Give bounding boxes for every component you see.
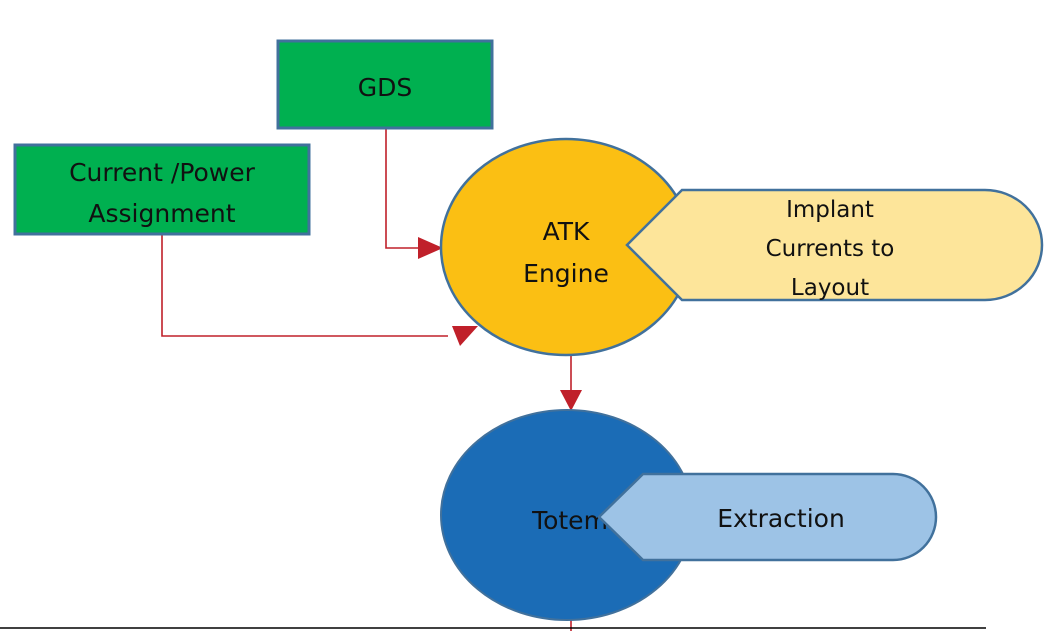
gds-node[interactable]: GDS (276, 39, 494, 130)
connector-gds-to-atk (385, 128, 443, 259)
extraction-label: Extraction (717, 504, 845, 533)
arrowhead-icon (452, 326, 478, 346)
totem-label: Totem (531, 506, 608, 535)
totem-node[interactable]: Totem (440, 409, 694, 621)
atk-engine-label-line1: ATK (543, 217, 590, 246)
implant-display-shape (625, 188, 1044, 302)
connector-power-to-atk (161, 234, 478, 346)
implant-label-line2: Currents to (766, 236, 895, 262)
atk-engine-node[interactable]: ATK Engine (439, 137, 693, 357)
arrowhead-icon (418, 237, 443, 259)
arrowhead-icon (560, 390, 582, 411)
implant-label-line1: Implant (786, 197, 874, 223)
implant-currents-node[interactable]: Implant Currents to Layout (625, 188, 1044, 302)
current-power-node[interactable]: Current /Power Assignment (13, 143, 311, 236)
extraction-node[interactable]: Extraction (597, 472, 938, 562)
gds-label: GDS (358, 73, 413, 102)
atk-engine-label-line2: Engine (523, 259, 609, 288)
gds-box (276, 39, 494, 130)
extraction-display-shape (597, 472, 938, 562)
connector-atk-to-totem (560, 356, 582, 411)
implant-label-line3: Layout (791, 275, 869, 301)
current-power-box (13, 143, 311, 236)
current-power-label-line2: Assignment (88, 199, 235, 228)
current-power-label-line1: Current /Power (69, 158, 256, 187)
